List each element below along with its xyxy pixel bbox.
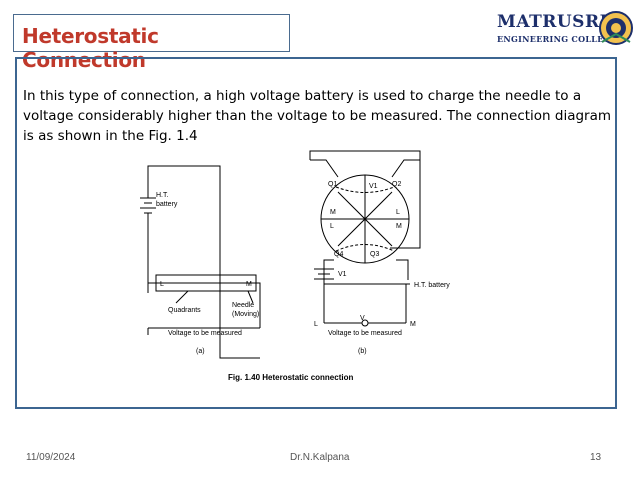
a-M-label: M [246,281,252,288]
b-voltage-label: Voltage to be measured [328,330,402,337]
needle-label-1: Needle [232,302,254,309]
q2-label: Q2 [392,181,401,188]
college-logo: MATRUSRI ENGINEERING COLLEGE [495,8,635,48]
b-L-right: L [396,209,400,216]
footer-author: Dr.N.Kalpana [290,452,350,463]
ht-battery-label: H.T. battery [414,282,450,289]
b-L-left: L [330,223,334,230]
b-V-label: V [360,315,365,322]
title-box: Heterostatic Connection [13,14,290,72]
b-M-bottom: M [410,321,416,328]
b-part-label: (b) [358,348,367,355]
college-seal-icon [599,11,633,45]
quadrants-label: Quadrants [168,307,201,314]
b-v1-source: V1 [338,271,347,278]
logo-subtitle: ENGINEERING COLLEGE [497,34,618,44]
q4-label: Q4 [334,251,343,258]
content-box: In this type of connection, a high volta… [15,57,617,409]
ht-label-2: battery [156,201,178,208]
a-part-label: (a) [196,348,205,355]
footer-page-number: 13 [590,452,602,463]
ht-label-1: H.T. [156,192,169,199]
b-M-left: M [330,209,336,216]
a-L-label: L [160,281,164,288]
figure-caption: Fig. 1.40 Heterostatic connection [228,373,353,382]
q1-label: Q1 [328,181,337,188]
b-M-right: M [396,223,402,230]
v1-label: V1 [369,183,378,190]
needle-label-2: (Moving) [232,311,259,318]
logo-name: MATRUSRI [497,12,609,32]
footer-date: 11/09/2024 [26,452,76,463]
a-voltage-label: Voltage to be measured [168,330,242,337]
q3-label: Q3 [370,251,379,258]
body-paragraph: In this type of connection, a high volta… [23,88,612,144]
slide-title: Heterostatic Connection [22,24,159,72]
heterostatic-diagram: H.T. battery L M Quadrants Needle (Movin… [140,150,450,382]
b-L-bottom: L [314,321,318,328]
